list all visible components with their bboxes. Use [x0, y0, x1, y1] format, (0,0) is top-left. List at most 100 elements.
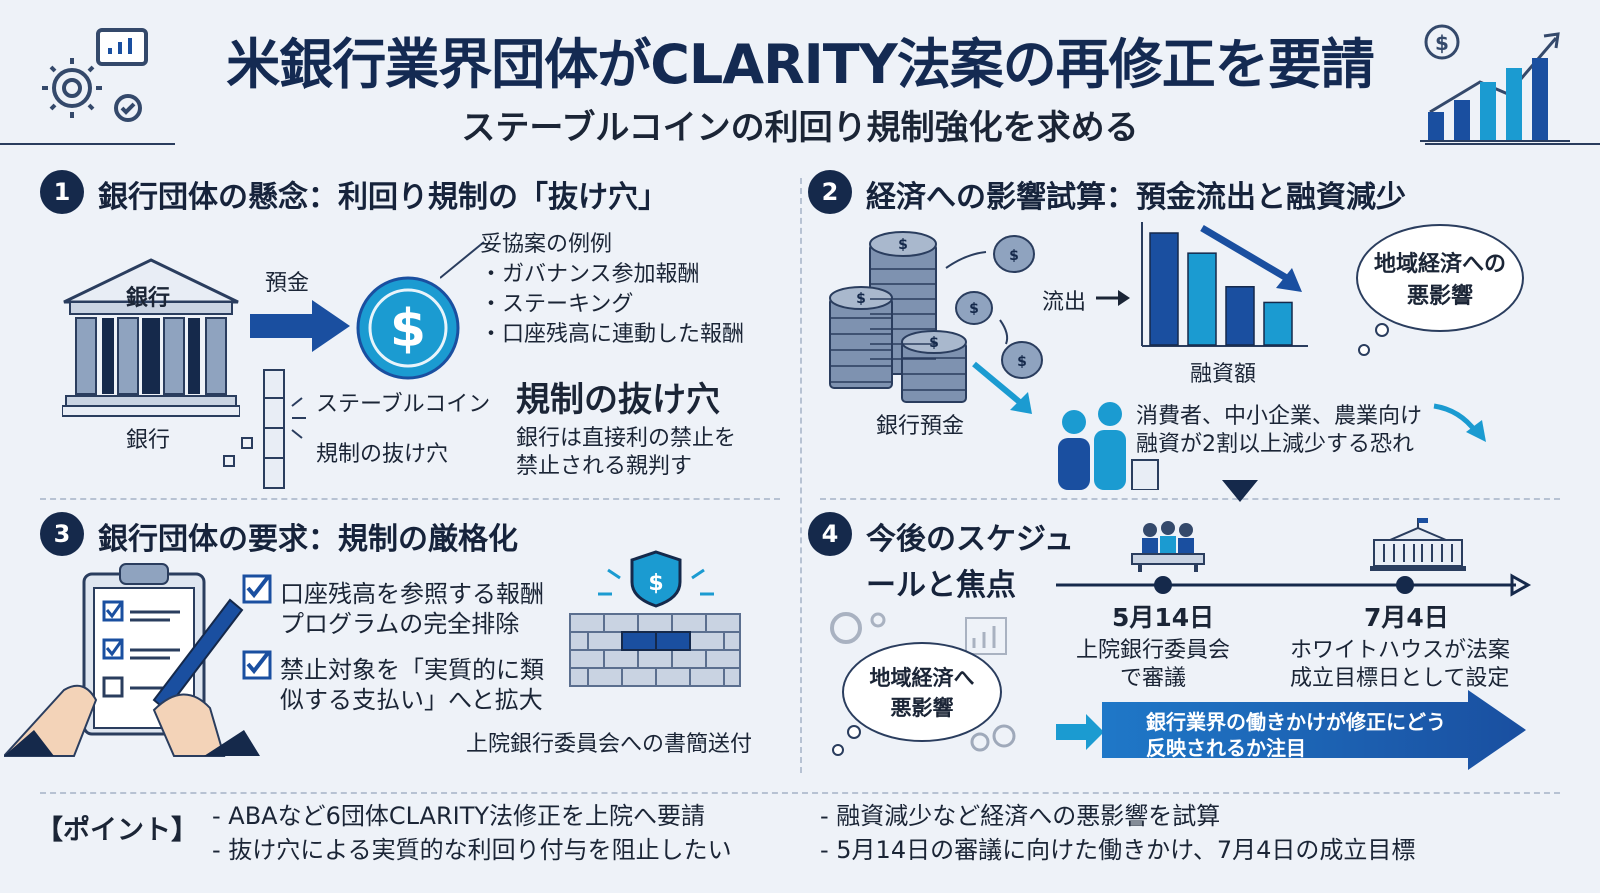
outflow-arrow-down — [970, 360, 1036, 416]
shield-wall-illustration: $ — [568, 548, 744, 710]
milestone-date: 7月4日 — [1364, 603, 1449, 632]
page-subtitle: ステーブルコインの利回り規制強化を求める — [461, 108, 1139, 148]
outflow-arrow — [1096, 286, 1132, 310]
risk-text: 消費者、中小企業、農業向け — [1136, 404, 1423, 429]
coin-stacks-illustration: $$$ $$$ — [826, 224, 1046, 424]
svg-text:$: $ — [929, 335, 939, 351]
gear-icon — [830, 612, 1007, 655]
section-title: 銀行団体の要求：規制の厳格化 — [98, 522, 518, 557]
example-item: ・ガバナンス参加報酬 — [480, 262, 700, 287]
example-item: ・口座残高に連動した報酬 — [480, 322, 745, 347]
bank-label: 銀行 — [126, 428, 171, 453]
loans-bar-chart — [1141, 222, 1308, 347]
milestone-detail: で審議 — [1120, 666, 1187, 691]
loophole-headline: 規制の抜け穴 — [516, 380, 720, 420]
gear-icon — [42, 28, 148, 122]
loans-label: 融資額 — [1190, 362, 1257, 387]
svg-text:$: $ — [856, 291, 866, 307]
loans-chart — [1140, 222, 1310, 350]
grid-divider-horizontal — [820, 498, 1560, 500]
capitol-icon — [1370, 518, 1466, 571]
faded-gear-icons — [966, 722, 1022, 756]
loan-bar — [1187, 252, 1217, 346]
shield-icon: $ — [569, 550, 741, 687]
timeline-dot — [1154, 576, 1172, 594]
committee-meeting-illustration — [1130, 518, 1206, 572]
bubble-tail — [828, 724, 868, 760]
loophole-note: 銀行は直接利の禁止を — [516, 426, 737, 451]
check-icon — [242, 650, 272, 680]
svg-text:$: $ — [1017, 354, 1027, 370]
people-icon — [1058, 402, 1159, 491]
focus-small-arrow — [1056, 712, 1106, 752]
leader-line — [439, 240, 486, 280]
requirement-text: 似する支払い」へと拡大 — [280, 686, 543, 714]
grid-divider-horizontal — [40, 498, 780, 500]
section-pointer — [1222, 480, 1258, 504]
people-illustration — [1052, 400, 1162, 491]
svg-text:$: $ — [648, 571, 663, 596]
meeting-icon — [1131, 521, 1205, 572]
loophole-note: 禁止される親判す — [516, 454, 693, 479]
milestone-detail: ホワイトハウスが法案 — [1290, 638, 1511, 663]
example-item: ・ステーキング — [480, 292, 634, 317]
bubble-text: 地域経済への — [1373, 252, 1506, 277]
bank-roof-label: 銀行 — [126, 286, 171, 311]
section-title: 経済への影響試算：預金流出と融資減少 — [866, 180, 1406, 215]
bubble-tail — [1356, 322, 1396, 358]
svg-text:$: $ — [898, 237, 908, 253]
point-item: - ABAなど6団体CLARITY法修正を上院へ要請 — [212, 802, 706, 830]
outflow-label: 流出 — [1042, 290, 1087, 315]
page-title: 米銀行業界団体がCLARITY法案の再修正を要請 — [226, 33, 1374, 96]
focus-text: 反映されるか注目 — [1146, 736, 1306, 760]
requirement-text: 口座残高を参照する報酬 — [280, 580, 544, 608]
svg-text:$: $ — [1435, 31, 1449, 55]
broken-wall-illustration — [220, 368, 310, 490]
timeline-dot — [1396, 576, 1414, 594]
focus-banner-arrow — [1102, 690, 1528, 770]
stablecoin-icon: $ — [356, 276, 460, 380]
focus-text: 銀行業界の働きかけが修正にどう — [1146, 710, 1446, 734]
loan-bar — [1149, 232, 1179, 346]
grid-divider-vertical — [800, 178, 802, 773]
faded-gear-icons — [816, 598, 1016, 658]
bubble-text: 地域経済へ — [869, 666, 975, 690]
requirement-text: プログラムの完全排除 — [280, 610, 520, 638]
impact-thought-bubble: 地域経済への 悪影響 — [1356, 224, 1524, 332]
header-divider — [1425, 143, 1600, 145]
loan-bar — [1225, 286, 1255, 346]
loan-bar — [1263, 301, 1293, 346]
loophole-small-label: 規制の抜け穴 — [316, 442, 449, 467]
section-number: 4 — [808, 512, 852, 556]
section-number: 2 — [808, 170, 852, 214]
examples-title: 妥協案の例例 — [480, 232, 613, 257]
points-divider — [40, 792, 1560, 794]
bubble-text: 悪影響 — [890, 696, 954, 720]
section-title: ールと焦点 — [866, 568, 1016, 603]
timeline-line — [1056, 572, 1532, 598]
dollar-coin-icon: $ — [356, 276, 460, 380]
milestone-detail: 上院銀行委員会 — [1076, 638, 1231, 663]
clipboard-illustration — [1, 560, 264, 760]
svg-text:$: $ — [390, 299, 426, 359]
header-icon-group — [38, 28, 158, 138]
section-number: 3 — [40, 512, 84, 556]
requirement-text: 禁止対象を「実質的に類 — [280, 656, 544, 684]
milestone-date: 5月14日 — [1112, 603, 1215, 632]
milestone-detail: 成立目標日として設定 — [1290, 666, 1510, 691]
risk-text: 融資が2割以上減少する恐れ — [1136, 432, 1414, 457]
bubble-text: 悪影響 — [1406, 284, 1473, 309]
header-growth-icon: $ — [1420, 20, 1570, 142]
svg-text:$: $ — [969, 301, 979, 317]
clipboard-icon — [1, 563, 260, 757]
stablecoin-label: ステーブルコイン — [316, 392, 491, 417]
section-title: 今後のスケジュ — [866, 522, 1074, 557]
header-divider — [0, 143, 175, 145]
bank-icon — [61, 258, 241, 417]
bank-illustration — [61, 258, 241, 418]
impact-thought-bubble: 地域経済へ 悪影響 — [842, 642, 1002, 742]
white-house-illustration — [1370, 516, 1466, 572]
risk-arrow — [1430, 402, 1490, 446]
deposits-label: 銀行預金 — [876, 414, 965, 439]
letter-label: 上院銀行委員会への書簡送付 — [466, 732, 753, 757]
